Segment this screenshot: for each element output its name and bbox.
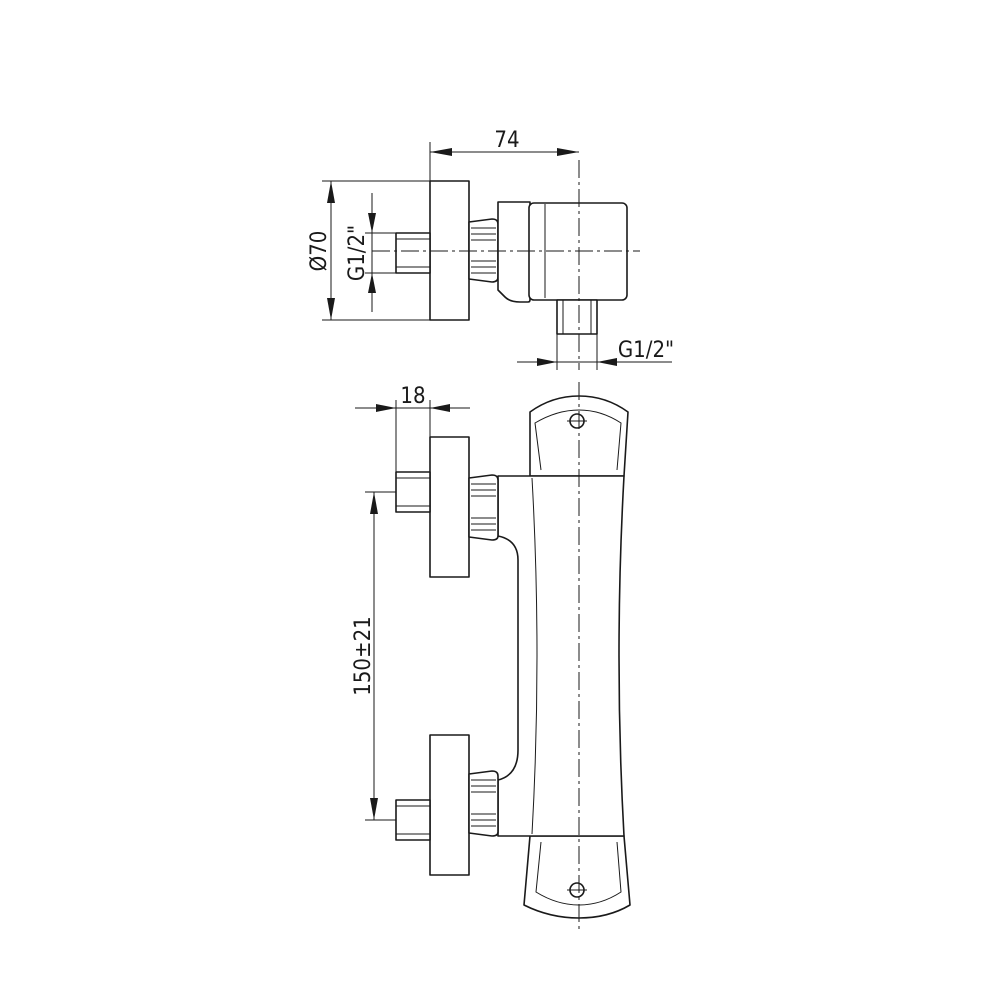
dim-depth: 74 [429,128,579,181]
dim-outlet-thread-label: G1/2" [618,338,674,363]
dim-diameter: Ø70 [307,180,430,321]
front-upper-nipple [395,471,431,513]
dim-inlet-thread: G1/2" [345,193,396,312]
front-body [497,475,625,837]
dim-depth-label: 74 [494,128,519,153]
dim-diameter-label: Ø70 [307,231,332,272]
dim-offset: 18 [355,384,470,472]
front-lower-nipple [395,799,431,841]
front-upper-nut [468,474,499,541]
front-view: 18 150±21 [351,382,631,930]
front-lower-flange [429,734,470,876]
dim-center-distance: 150±21 [351,491,396,821]
top-outlet-nipple [556,299,598,335]
top-connector [497,201,531,303]
dim-outlet-thread: G1/2" [517,334,674,370]
top-view: 74 Ø70 G1/2" G1/2" [307,128,674,370]
front-upper-flange [429,436,470,578]
dim-center-distance-label: 150±21 [351,616,376,696]
top-inlet-nipple [395,232,431,274]
dim-inlet-thread-label: G1/2" [345,225,370,281]
dim-offset-label: 18 [400,384,425,409]
front-lower-nut [468,770,499,837]
